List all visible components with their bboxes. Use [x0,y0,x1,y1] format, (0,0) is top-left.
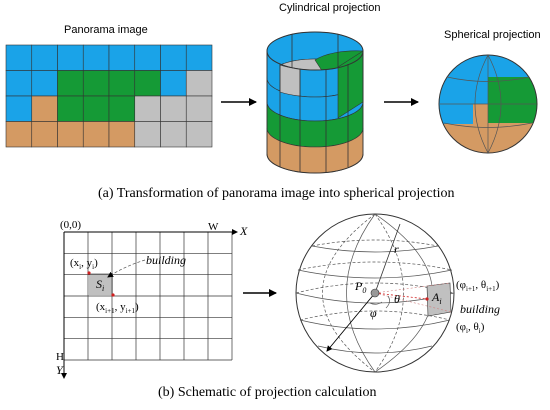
panorama-cell [185,44,213,71]
point-bottom-right [111,293,115,297]
wireframe-sphere [295,213,455,373]
building-label-left: building [146,253,186,267]
panorama-cell [108,44,136,71]
panorama-cell [5,44,33,71]
cylinder-label: Cylindrical projection [279,2,381,14]
panorama-cell [57,44,84,71]
panorama-cell [31,95,58,122]
panorama-cell [185,95,213,122]
ray-to-a [374,292,428,300]
panorama-cell [108,121,136,148]
sphere-label: Spherical projection [444,29,541,41]
building-patch [426,282,452,317]
panorama-cell [134,95,161,122]
panorama-cell [31,44,58,71]
panorama-cell [82,44,110,71]
point-top-left [87,271,91,275]
origin-label: (0,0) [60,219,81,231]
panorama-cell [160,121,187,148]
color-sphere [438,54,538,154]
point-a [425,297,429,301]
building-pointer-left [107,259,146,278]
caption-b: (b) Schematic of projection calculation [158,385,376,400]
x-axis-label: X [239,224,248,238]
panorama-grid [5,44,213,148]
p0-label: P0 [354,279,366,295]
cylinder [266,31,364,174]
panorama-cell [31,121,58,148]
panorama-cell [160,70,187,97]
panorama-label: Panorama image [64,24,148,36]
panorama-cell [160,95,187,122]
panorama-cell [5,95,33,122]
panorama-cell [108,70,136,97]
phi-label: φ [370,306,377,320]
building-label-right: building [460,302,500,316]
y-axis-label: Y [56,363,64,377]
panorama-cell [82,121,110,148]
panorama-cell [134,70,161,97]
cell-label: Si [96,277,104,293]
panorama-cell [57,70,84,97]
panorama-cell [82,95,110,122]
caption-a: (a) Transformation of panorama image int… [98,186,455,201]
h-label: H [56,351,64,363]
panorama-cell [57,121,84,148]
panorama-cell [134,121,161,148]
panorama-cell [134,44,161,71]
image-grid [63,231,233,361]
panorama-cell [160,44,187,71]
panorama-cell [31,70,58,97]
radius-line [374,223,401,294]
sphere-point-lower-label: (φi, θi) [456,321,485,335]
panorama-cell [185,70,213,97]
sphere-point-upper-label: (φi+1, θi+1) [456,279,500,293]
point-top-left-label: (xi, yi) [70,257,98,271]
center-point [370,288,380,298]
w-label: W [208,221,219,233]
panorama-cell [108,95,136,122]
point-bottom-right-label: (xi+1, yi+1) [96,301,139,315]
panorama-cell [5,121,33,148]
panorama-cell [185,121,213,148]
theta-label: θ [394,292,400,306]
panorama-cell [57,95,84,122]
r-label: r [394,242,399,256]
down-ray [326,292,376,352]
panorama-cell [5,70,33,97]
a-label: Ai [431,290,442,306]
panorama-cell [82,70,110,97]
highlight-cell [89,273,113,295]
